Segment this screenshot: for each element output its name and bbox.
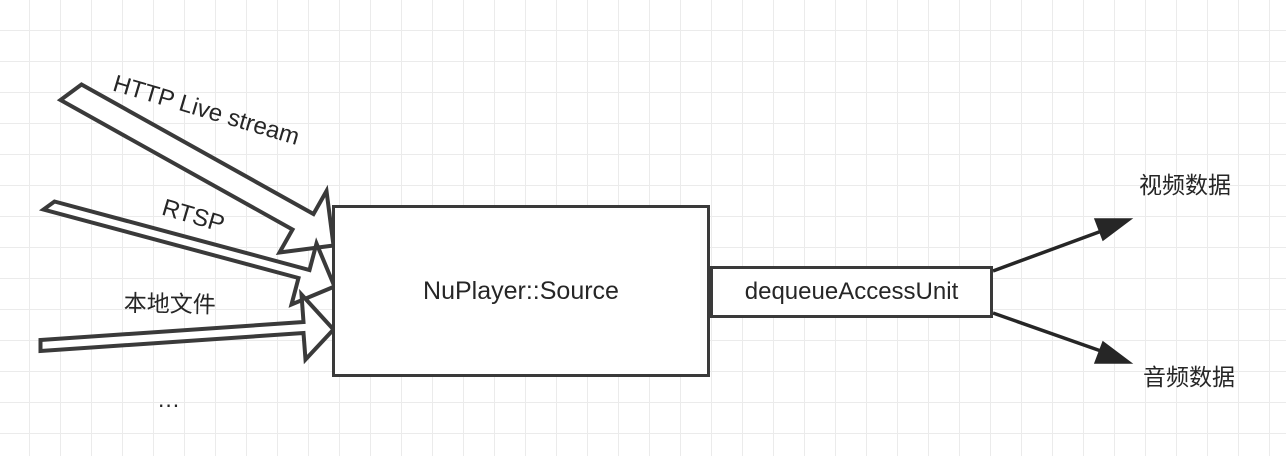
node-nuplayer-source-label: NuPlayer::Source xyxy=(423,276,619,305)
edge-label-video-data: 视频数据 xyxy=(1139,172,1231,198)
arrow-video-output xyxy=(992,218,1134,273)
arrow-local-file xyxy=(38,288,337,365)
arrow-audio-output xyxy=(992,311,1134,364)
arrow-rtsp xyxy=(38,199,338,308)
arrow-http-live-stream xyxy=(56,82,336,255)
edge-label-audio-data: 音频数据 xyxy=(1143,364,1235,390)
node-dequeue-access-unit-label: dequeueAccessUnit xyxy=(744,278,959,305)
edge-label-more-sources: ... xyxy=(158,386,181,412)
node-nuplayer-source[interactable]: NuPlayer::Source xyxy=(332,205,710,377)
edge-label-local-file: 本地文件 xyxy=(123,290,217,318)
node-dequeue-access-unit[interactable]: dequeueAccessUnit xyxy=(710,266,993,318)
